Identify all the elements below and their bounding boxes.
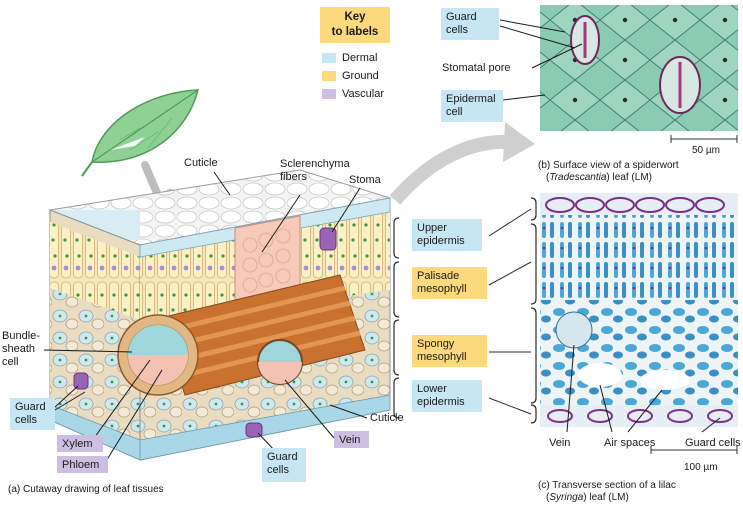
caption-transverse-line2: (Syringa) leaf (LM) [538, 492, 676, 504]
label-vein: Vein [334, 431, 369, 448]
leaf-illustration [82, 90, 198, 176]
caption-transverse-line1: (c) Transverse section of a lilac [538, 480, 676, 492]
label-epidermal-line2: cell [446, 106, 498, 119]
transverse-micrograph [540, 193, 738, 427]
label-palisade-line2: mesophyll [417, 283, 482, 296]
label-epidermal-line1: Epidermal [446, 93, 498, 106]
key-label-dermal: Dermal [342, 52, 377, 65]
label-epidermal-cell: Epidermal cell [441, 90, 503, 122]
layer-connectors [489, 209, 531, 414]
caption-transverse: (c) Transverse section of a lilac (Syrin… [538, 480, 676, 504]
key-title-line1: Key [320, 10, 390, 25]
scale-50um: 50 µm [692, 145, 720, 157]
label-lower-epidermis: Lower epidermis [412, 380, 482, 412]
label-transverse-guard-cells: Guard cells [685, 437, 741, 449]
label-guard-cells-bottom-line2: cells [267, 464, 301, 477]
label-guard-cells-left-line2: cells [15, 414, 50, 427]
key-label-ground: Ground [342, 70, 379, 83]
label-guard-cells-left-line1: Guard [15, 401, 50, 414]
caption-surface-view: (b) Surface view of a spiderwort (Trades… [538, 160, 679, 184]
label-bundle-sheath-line1: Bundle- [2, 330, 40, 343]
label-bundle-sheath-line2: sheath [2, 343, 40, 356]
label-stoma: Stoma [349, 174, 381, 187]
caption-surface-line1: (b) Surface view of a spiderwort [538, 160, 679, 172]
label-spongy-line1: Spongy [417, 338, 482, 351]
label-guard-cells-bottom: Guard cells [262, 448, 306, 482]
stoma-shape [320, 228, 336, 250]
label-phloem: Phloem [57, 456, 108, 473]
label-spongy-line2: mesophyll [417, 351, 482, 364]
caption-transverse-post: ) leaf (LM) [583, 492, 629, 503]
caption-surface-genus: Tradescantia [549, 172, 606, 183]
key-swatch-vascular [322, 89, 336, 99]
surface-view-micrograph [540, 5, 738, 131]
label-cuticle-bottom: Cuticle [370, 412, 404, 425]
label-guard-cells-bottom-line1: Guard [267, 451, 301, 464]
label-sclerenchyma-line1: Sclerenchyma [280, 158, 350, 171]
label-palisade-mesophyll: Palisade mesophyll [412, 267, 487, 299]
scale-100um: 100 µm [684, 462, 718, 474]
label-sclerenchyma-line2: fibers [280, 171, 350, 184]
key-title-box: Key to labels [320, 7, 390, 43]
label-surface-guard-line2: cells [446, 24, 494, 37]
key-label-vascular: Vascular [342, 88, 384, 101]
caption-cutaway: (a) Cutaway drawing of leaf tissues [8, 484, 164, 496]
caption-transverse-genus: Syringa [549, 492, 583, 503]
label-air-spaces: Air spaces [604, 437, 655, 449]
label-cuticle-top: Cuticle [184, 157, 218, 170]
label-spongy-mesophyll: Spongy mesophyll [412, 335, 487, 367]
caption-surface-post: ) leaf (LM) [606, 172, 652, 183]
key-swatch-dermal [322, 53, 336, 63]
label-upper-epidermis: Upper epidermis [412, 219, 482, 251]
key-swatch-ground [322, 71, 336, 81]
caption-surface-line2: (Tradescantia) leaf (LM) [538, 172, 679, 184]
label-upper-epidermis-line1: Upper [417, 222, 477, 235]
label-bundle-sheath-cell: Bundle- sheath cell [2, 330, 40, 369]
label-surface-guard-line1: Guard [446, 11, 494, 24]
label-upper-epidermis-line2: epidermis [417, 235, 477, 248]
label-transverse-vein: Vein [549, 437, 570, 449]
label-lower-epidermis-line1: Lower [417, 383, 477, 396]
label-bundle-sheath-line3: cell [2, 356, 40, 369]
key-title-line2: to labels [320, 25, 390, 40]
label-palisade-line1: Palisade [417, 270, 482, 283]
label-stomatal-pore: Stomatal pore [442, 62, 510, 75]
label-surface-guard-cells: Guard cells [441, 8, 499, 40]
label-sclerenchyma-fibers: Sclerenchyma fibers [280, 158, 350, 184]
label-xylem: Xylem [57, 435, 103, 452]
label-guard-cells-left: Guard cells [10, 398, 55, 430]
label-lower-epidermis-line2: epidermis [417, 396, 477, 409]
